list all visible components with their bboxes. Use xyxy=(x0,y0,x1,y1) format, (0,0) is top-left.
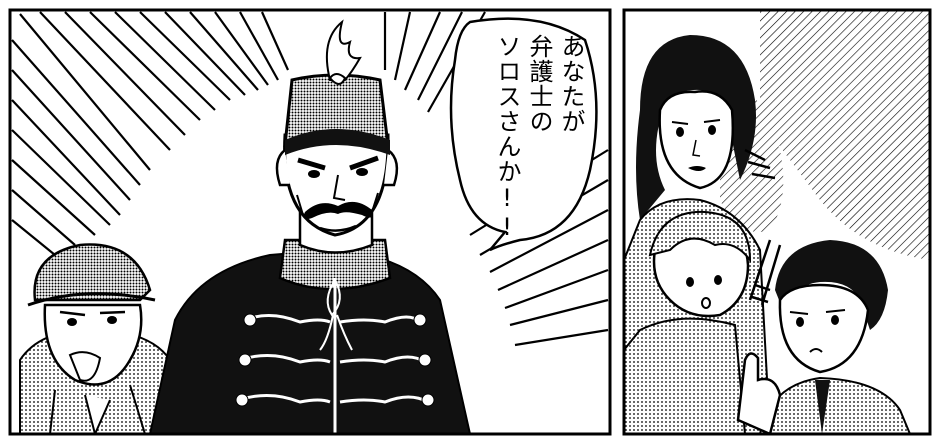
right-panel-border xyxy=(622,8,932,436)
speech-text-line-3: ソロスさんか!! xyxy=(493,34,521,242)
effect-lines xyxy=(744,148,782,306)
officer xyxy=(148,19,472,434)
speed-lines xyxy=(11,11,609,347)
frogging xyxy=(237,314,429,404)
young-man xyxy=(736,240,912,434)
left-panel-border xyxy=(8,8,612,436)
speech-text-line-1: あなたが xyxy=(557,34,585,134)
jacket-buttons xyxy=(235,313,435,407)
right-panel xyxy=(624,10,930,434)
man-with-cap xyxy=(19,243,177,434)
left-panel xyxy=(10,10,610,434)
speech-text-line-2: 弁護士の xyxy=(525,34,553,134)
child xyxy=(624,210,752,434)
speech-bubble xyxy=(449,17,598,252)
